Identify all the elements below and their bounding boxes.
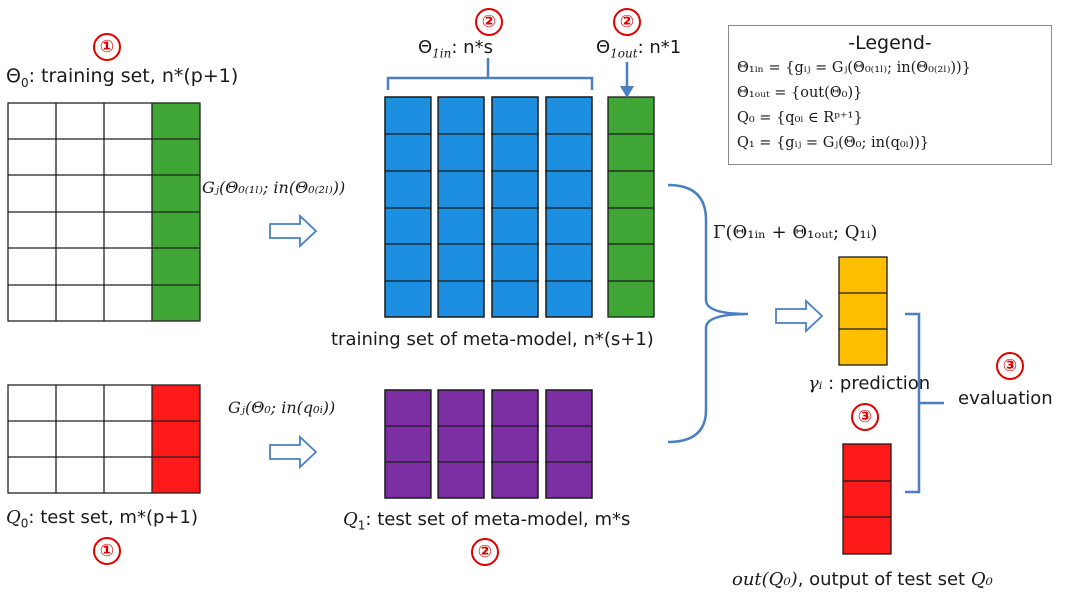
legend-title: -Legend- (848, 32, 932, 54)
gamma-arrow (775, 298, 824, 334)
theta1out-desc: : n*1 (637, 37, 682, 58)
theta1out-label: Θ1out: n*1 (596, 38, 681, 64)
theta1out-arrow (620, 62, 634, 98)
evaluation-bracket (905, 312, 944, 494)
output-q0: Q₀ (970, 569, 993, 590)
marker-evaluation: ③ (996, 352, 1024, 380)
theta1in-desc: : n*s (451, 37, 493, 58)
output-symbol: out(Q₀) (732, 569, 798, 590)
prediction-symbol: γᵢ (808, 373, 823, 394)
prediction-column (838, 256, 888, 366)
prediction-label: γᵢ : prediction (808, 374, 930, 394)
test-set-subscript: 0 (20, 516, 29, 531)
combine-brace (667, 183, 749, 444)
test-set-target-column (152, 385, 200, 493)
theta1in-label: Θ1in: n*s (418, 38, 493, 64)
legend-line-q1: Q₁ = {gᵢⱼ = Gⱼ(Θ₀; in(q₀ᵢ))} (737, 135, 930, 151)
transform-arrow-train (269, 213, 318, 249)
theta1out-subscript: 1out (610, 46, 638, 61)
marker-training-set: ① (93, 33, 121, 61)
output-label: out(Q₀), output of test set Q₀ (732, 570, 993, 590)
test-set-grid (7, 384, 201, 494)
training-set-label: Θ0: training set, n*(p+1) (6, 66, 238, 93)
legend-line-theta1out: Θ₁ₒᵤₜ = {out(Θ₀)} (737, 85, 863, 101)
meta-training-label: training set of meta-model, n*(s+1) (331, 329, 654, 350)
transform-arrow-test (269, 434, 318, 470)
training-set-subscript: 0 (20, 75, 29, 90)
marker-test-set: ① (93, 537, 121, 565)
output-desc: , output of test set (797, 569, 971, 590)
meta-test-label: Q1: test set of meta-model, m*s (343, 510, 630, 536)
theta1in-brace (386, 58, 594, 90)
legend-line-q0: Q₀ = {q₀ᵢ ∈ Rᵖ⁺¹} (737, 110, 863, 126)
marker-theta1in: ② (475, 8, 503, 36)
meta-test-subscript: 1 (357, 518, 366, 533)
test-set-label: Q0: test set, m*(p+1) (6, 508, 198, 534)
transform-train-label: Gⱼ(Θ₀₍₁ₗ₎; in(Θ₀₍₂ₗ₎)) (202, 178, 346, 197)
test-output-column (842, 443, 892, 555)
test-set-desc: : test set, m*(p+1) (28, 507, 198, 528)
legend-box: -Legend- Θ₁ᵢₙ = {gᵢⱼ = Gⱼ(Θ₀₍₁ₗ₎; in(Θ₀₍… (728, 25, 1052, 165)
legend-line-theta1in: Θ₁ᵢₙ = {gᵢⱼ = Gⱼ(Θ₀₍₁ₗ₎; in(Θ₀₍₂ₗ₎))} (737, 60, 971, 76)
marker-meta-test: ② (471, 538, 499, 566)
prediction-desc: : prediction (822, 373, 931, 394)
theta1in-subscript: 1in (432, 46, 452, 61)
theta1in-symbol: Θ (418, 37, 433, 58)
gamma-function-label: Γ(Θ₁ᵢₙ + Θ₁ₒᵤₜ; Q₁ᵢ) (713, 222, 878, 243)
training-set-symbol: Θ (6, 65, 21, 87)
marker-theta1out: ② (613, 8, 641, 36)
training-set-desc: : training set, n*(p+1) (28, 65, 239, 87)
meta-test-symbol: Q (343, 509, 358, 530)
meta-test-desc: : test set of meta-model, m*s (365, 509, 631, 530)
meta-training-output-column (607, 96, 655, 318)
theta1out-symbol: Θ (596, 37, 611, 58)
evaluation-label: evaluation (958, 388, 1053, 409)
training-set-grid (7, 102, 201, 322)
marker-prediction: ③ (851, 403, 879, 431)
hollow-arrows (269, 213, 824, 470)
transform-test-label: Gⱼ(Θ₀; in(q₀ᵢ)) (228, 398, 336, 417)
test-set-symbol: Q (6, 507, 21, 528)
